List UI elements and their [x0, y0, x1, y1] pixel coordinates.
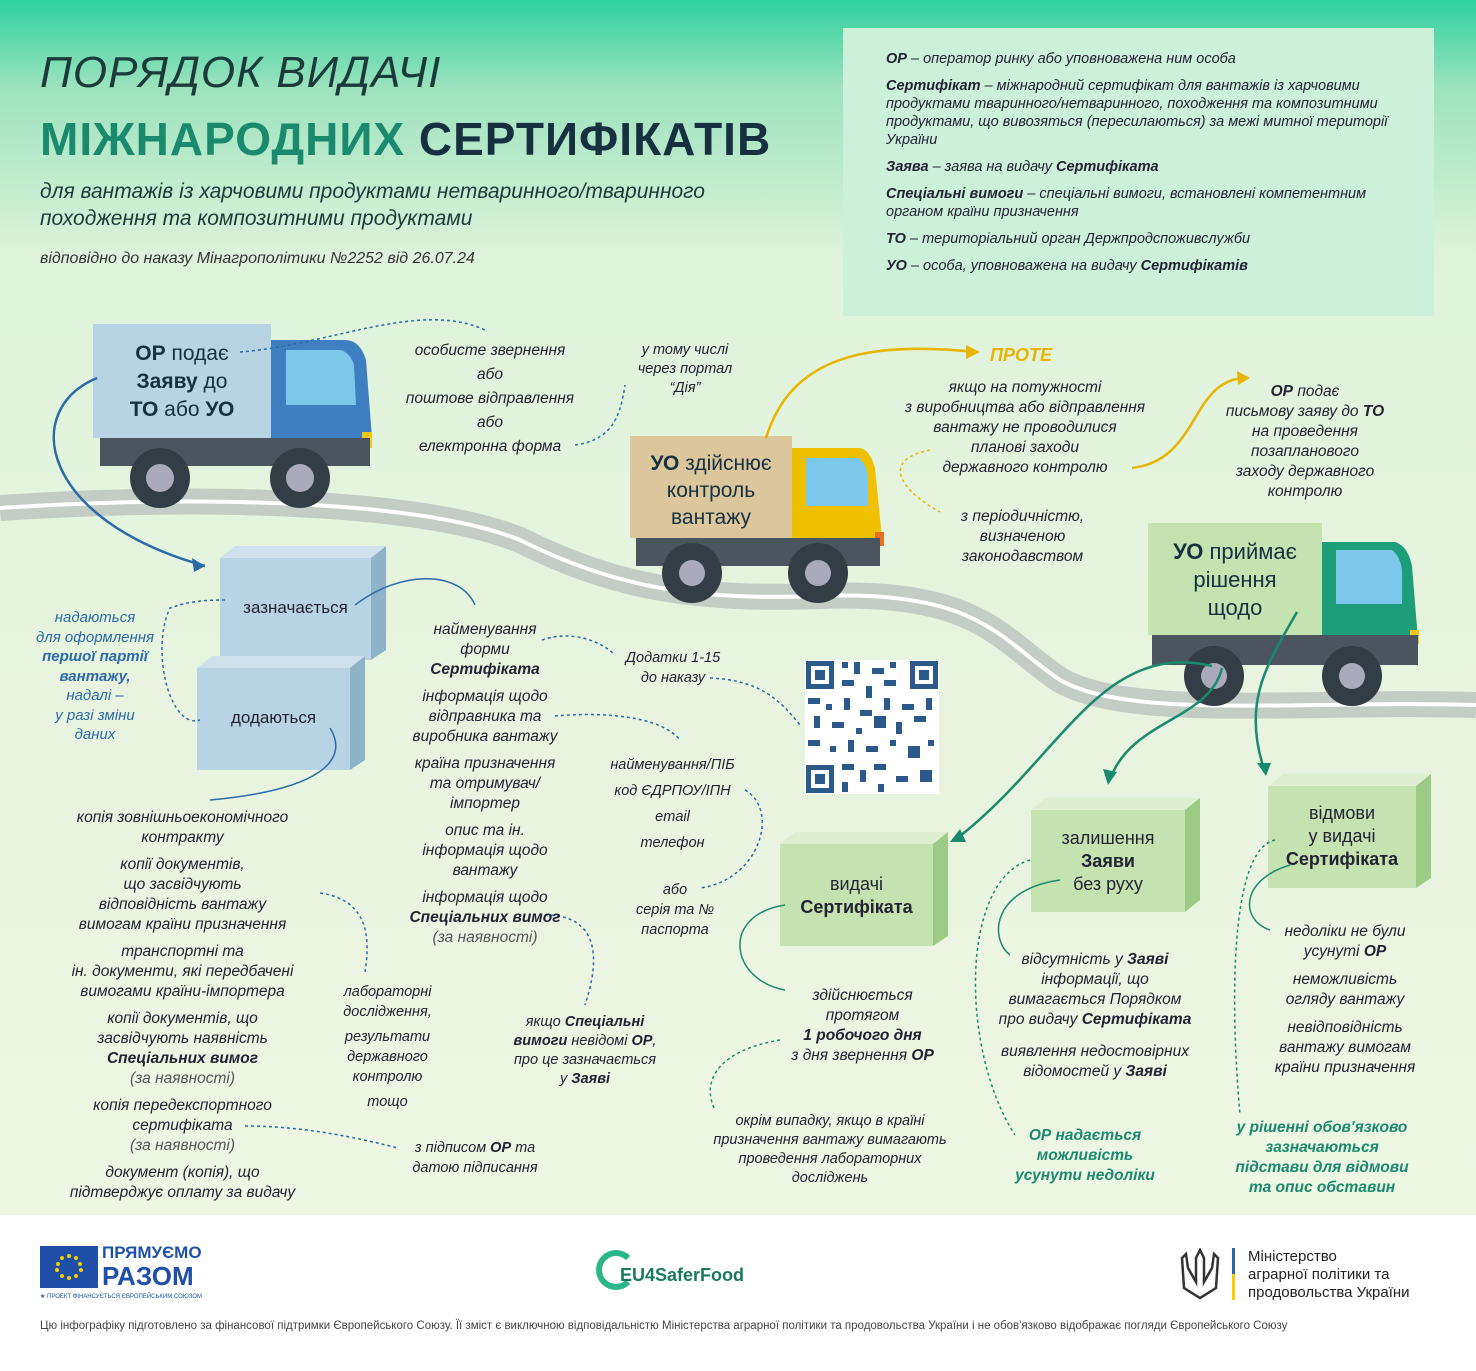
box-attached: додаються — [230, 708, 317, 727]
box-leave-shape — [1031, 798, 1200, 912]
op-request: ОР подає письмову заяву до ТО на проведе… — [1225, 383, 1385, 500]
truck1-label: ОР подає Заяву до ТО або УО — [129, 342, 235, 421]
box-indicated: зазначається — [243, 598, 348, 617]
title-line2: МІЖНАРОДНИХ СЕРТИФІКАТІВ — [40, 113, 772, 165]
truck-yellow — [630, 436, 884, 603]
truck-blue — [93, 324, 372, 508]
title-line1: ПОРЯДОК ВИДАЧІ — [40, 48, 442, 97]
special-unknown-note: якщо Спеціальні вимоги невідомі ОР, про … — [513, 1014, 657, 1087]
glossary-item: УО – особа, уповноважена на видачу Серти… — [886, 258, 1248, 274]
box-refuse-shape — [1268, 774, 1431, 888]
box-indicated-shape — [220, 546, 386, 660]
flag-blue-bar — [1232, 1248, 1235, 1274]
eu-funding-line: ★ ПРОЕКТ ФІНАНСУЄТЬСЯ ЄВРОПЕЙСЬКИМ СОЮЗО… — [40, 1294, 203, 1300]
glossary-item: ОР – оператор ринку або уповноважена ним… — [886, 51, 1236, 67]
box-issue-shape — [780, 832, 948, 946]
glossary-item: ТО – територіальний орган Держпродспожив… — [886, 231, 1251, 247]
truck-green — [1148, 523, 1419, 706]
eu-flag-icon — [40, 1246, 98, 1288]
box-attached-shape — [197, 656, 365, 770]
eu4safer-logo: EU4SaferFood — [620, 1265, 745, 1285]
trident-icon — [1180, 1247, 1220, 1300]
glossary-item: Сертифікат – міжнародний сертифікат для … — [886, 78, 1388, 148]
eu4safer-icon — [596, 1250, 636, 1290]
glossary-item: Спеціальні вимоги – спеціальні вимоги, в… — [886, 186, 1367, 220]
glossary: ОР – оператор ринку або уповноважена ним… — [843, 28, 1434, 316]
footer-disclaimer: Цю інфографіку підготовлено за фінансово… — [40, 1320, 1288, 1332]
order-reference: відповідно до наказу Мінагрополітики №22… — [40, 250, 475, 267]
qr-code — [805, 660, 939, 794]
arrows — [52, 319, 1299, 1149]
flag-yellow-bar — [1232, 1274, 1235, 1300]
prote-label: ПРОТЕ — [990, 345, 1052, 365]
subtitle: для вантажів із харчовими продуктами нет… — [40, 180, 705, 230]
glossary-item: Заява – заява на видачу Сертифіката — [886, 159, 1159, 175]
